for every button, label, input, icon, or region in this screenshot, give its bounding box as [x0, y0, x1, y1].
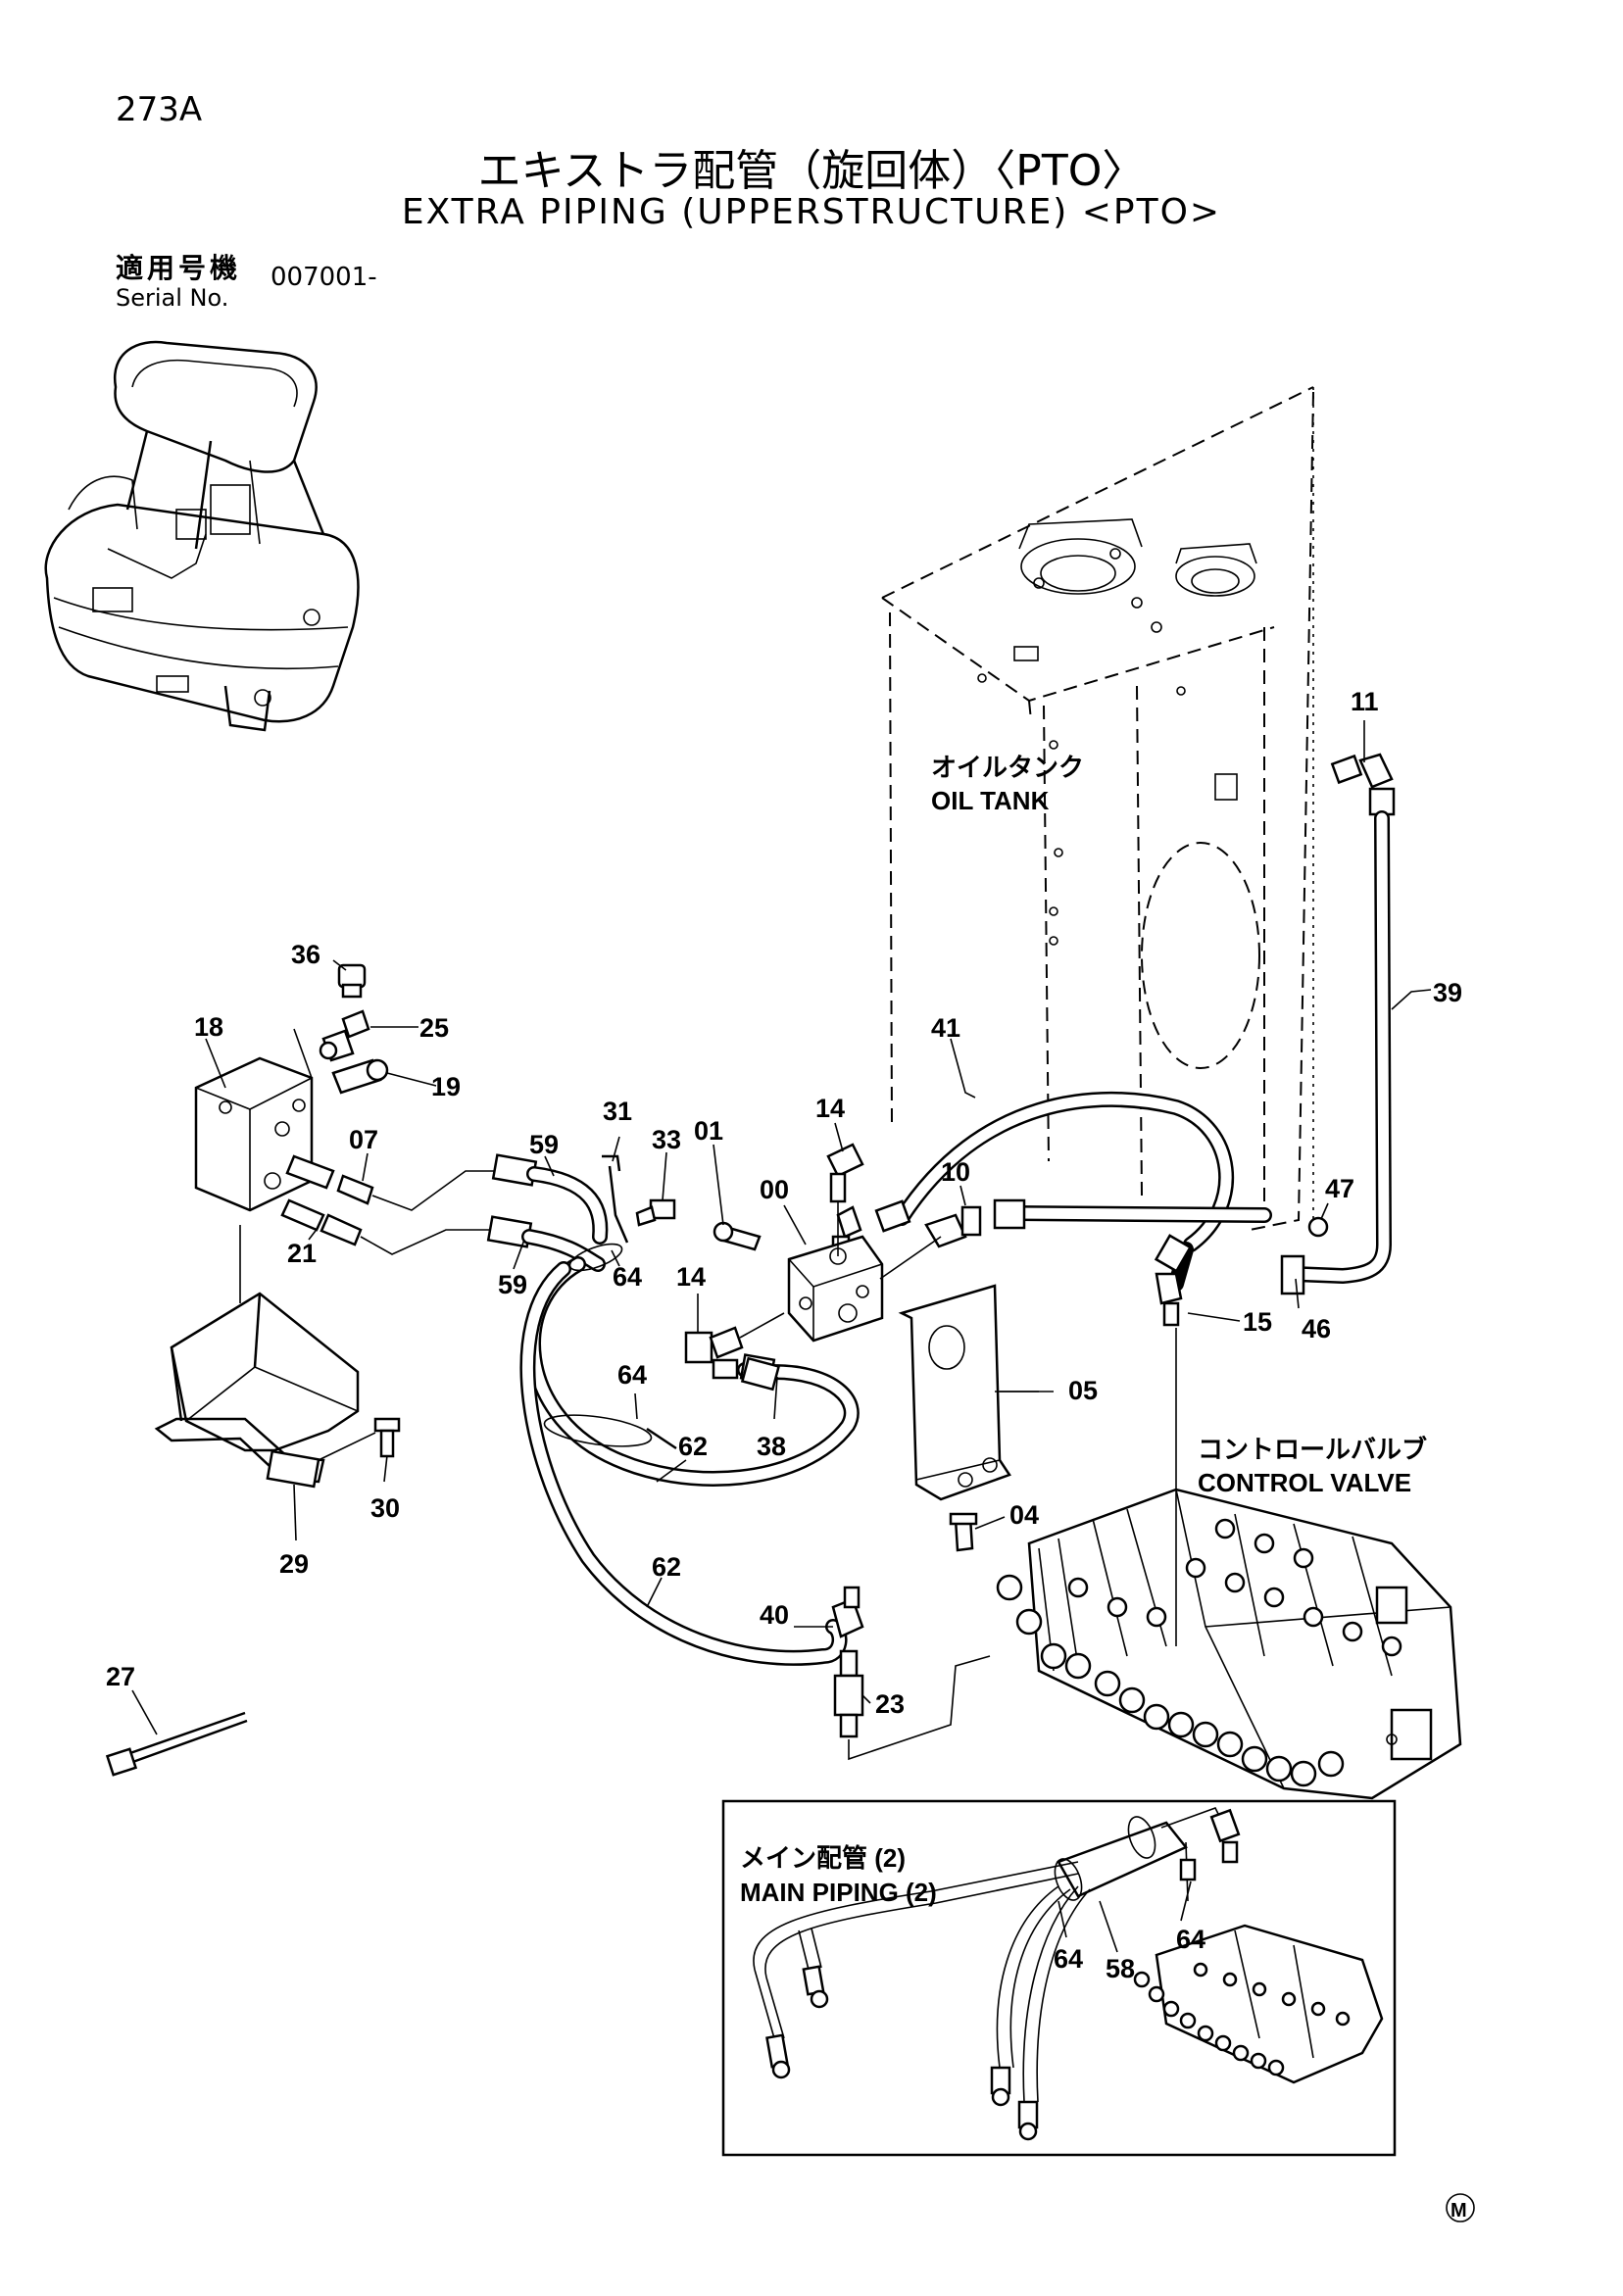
callout-14-top: 14 — [815, 1094, 845, 1123]
callout-64-top: 64 — [613, 1262, 642, 1292]
callout-29: 29 — [279, 1549, 309, 1579]
part-callouts: 11 39 36 18 25 19 41 07 31 33 01 14 59 0… — [106, 687, 1462, 1983]
callout-19: 19 — [431, 1072, 461, 1101]
title-japanese: エキストラ配管（旋回体）〈PTO〉 — [477, 146, 1146, 196]
oil-tank — [881, 386, 1314, 1231]
bolt-30 — [318, 1417, 401, 1461]
callout-62-top: 62 — [678, 1432, 708, 1461]
hose-10-line — [924, 1198, 1272, 1248]
callout-04: 04 — [1009, 1500, 1039, 1530]
callout-39: 39 — [1433, 978, 1462, 1007]
valve-spools — [996, 1518, 1402, 1787]
cap-36 — [337, 963, 367, 999]
callout-36: 36 — [291, 940, 320, 969]
inset-control-valve — [1133, 1924, 1384, 2084]
elbow-14-top — [826, 1143, 864, 1203]
oil-tank-label-en: OIL TANK — [931, 786, 1050, 815]
excavator-thumbnail — [44, 340, 360, 732]
main-piping-label-en: MAIN PIPING (2) — [740, 1878, 937, 1907]
callout-11: 11 — [1351, 687, 1379, 716]
serial-label-english: Serial No. — [116, 284, 229, 312]
callout-46: 46 — [1302, 1314, 1331, 1343]
control-valve-label-en: CONTROL VALVE — [1198, 1468, 1411, 1497]
page-number: 273A — [116, 90, 203, 129]
control-valve-label-jp: コントロールバルブ — [1198, 1435, 1427, 1464]
callout-05: 05 — [1068, 1376, 1098, 1405]
callout-21: 21 — [287, 1239, 317, 1268]
callout-25: 25 — [419, 1013, 449, 1043]
callout-58: 58 — [1106, 1954, 1135, 1983]
callout-15: 15 — [1243, 1307, 1272, 1337]
cable-tie-27 — [105, 1711, 248, 1777]
callout-64-inset-left: 64 — [1054, 1944, 1083, 1974]
callout-41: 41 — [931, 1013, 960, 1043]
hoses-59-62 — [486, 1153, 860, 1666]
title-english: EXTRA PIPING (UPPERSTRUCTURE) <PTO> — [401, 192, 1222, 232]
fitting-07 — [285, 1154, 374, 1205]
oil-tank-label-jp: オイルタンク — [931, 753, 1084, 782]
callout-62-lower: 62 — [652, 1552, 681, 1582]
leader-lines — [131, 720, 1432, 1953]
serial-number: 007001- — [270, 263, 377, 292]
callout-23: 23 — [875, 1689, 905, 1719]
callout-07: 07 — [349, 1125, 378, 1154]
fitting-23 — [833, 1649, 991, 1761]
callout-59-top: 59 — [529, 1130, 559, 1159]
callout-01: 01 — [694, 1116, 723, 1146]
hose-38 — [740, 1356, 781, 1392]
fitting-19 — [331, 1058, 389, 1095]
callout-27: 27 — [106, 1662, 135, 1691]
elbow-14-lower — [684, 1312, 785, 1364]
callout-00: 00 — [760, 1175, 789, 1204]
bracket-29 — [154, 1225, 360, 1489]
bracket-05 — [898, 1284, 1039, 1501]
fitting-25 — [319, 1009, 370, 1062]
callout-40: 40 — [760, 1600, 789, 1630]
return-hose-39 — [1280, 753, 1396, 1295]
callout-10: 10 — [941, 1157, 970, 1187]
callout-64-inset-right: 64 — [1176, 1925, 1205, 1954]
callout-38: 38 — [757, 1432, 786, 1461]
callout-18: 18 — [194, 1012, 223, 1042]
serial-label-japanese: 適用号機 — [116, 252, 242, 284]
inset-frame — [721, 1799, 1397, 2157]
callout-30: 30 — [370, 1493, 400, 1523]
control-valve — [996, 1488, 1462, 1800]
clamp-31 — [602, 1154, 629, 1244]
callout-33: 33 — [652, 1125, 681, 1154]
bolt-33 — [635, 1198, 676, 1227]
callout-14-lower: 14 — [676, 1262, 706, 1292]
main-piping-label-jp: メイン配管 (2) — [740, 1843, 906, 1873]
main-piping-inset — [721, 1799, 1397, 2157]
callout-47: 47 — [1325, 1174, 1354, 1203]
footer-mark: M — [1446, 2193, 1475, 2223]
callout-59-lower: 59 — [498, 1270, 527, 1299]
callout-64-mid: 64 — [617, 1360, 647, 1390]
manifold-block-00 — [713, 1176, 942, 1343]
callout-31: 31 — [603, 1097, 632, 1126]
fitting-40 — [831, 1586, 864, 1638]
footer-mark-letter: M — [1451, 2200, 1467, 2222]
